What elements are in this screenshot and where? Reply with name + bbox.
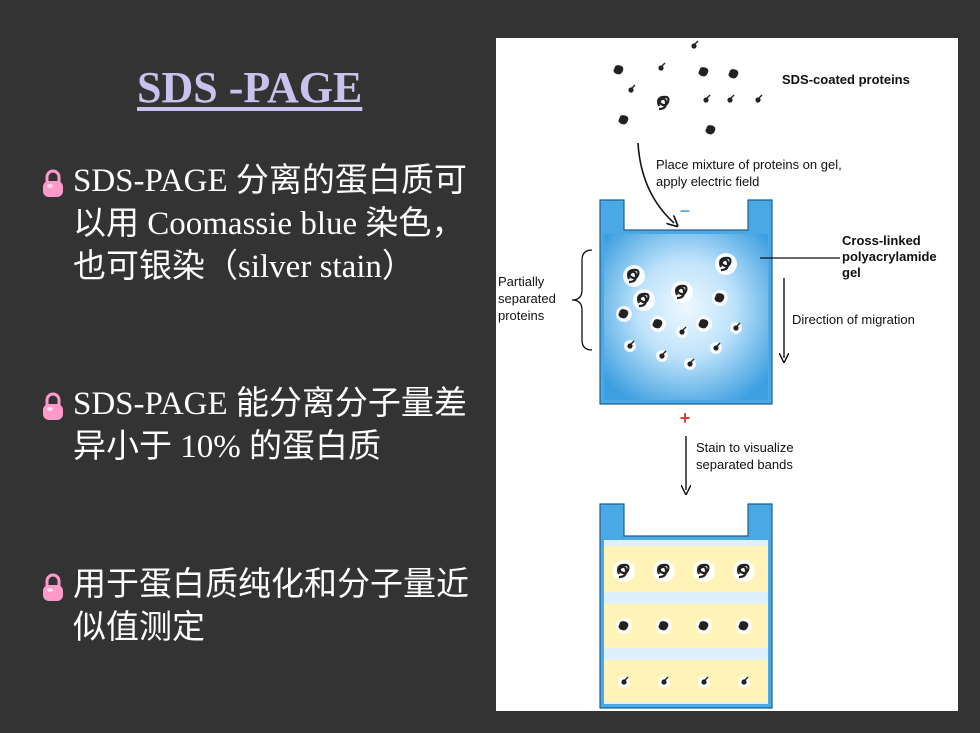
- gel-chamber-stained: [599, 503, 773, 709]
- lock-icon: [43, 573, 63, 601]
- plus-sign: +: [680, 408, 691, 428]
- minus-sign: –: [680, 200, 690, 220]
- label-place-1: Place mixture of proteins on gel,: [656, 157, 842, 172]
- label-stain-1: Stain to visualize: [696, 440, 794, 455]
- label-place-2: apply electric field: [656, 174, 759, 189]
- label-stain-2: separated bands: [696, 457, 793, 472]
- bullet-item: SDS-PAGE 能分离分子量差异小于 10% 的蛋白质: [40, 383, 480, 469]
- label-partial-2: separated: [498, 291, 556, 306]
- bullet-text: SDS-PAGE 能分离分子量差异小于 10% 的蛋白质: [73, 386, 467, 465]
- sds-coated-proteins: [610, 39, 765, 139]
- lock-icon: [43, 169, 63, 197]
- lock-icon: [43, 392, 63, 420]
- sds-page-diagram: SDS-coated proteins Place mixture of pro…: [496, 38, 958, 711]
- label-migration: Direction of migration: [792, 312, 915, 327]
- label-cross-1: Cross-linked: [842, 233, 921, 248]
- diagram-svg: SDS-coated proteins Place mixture of pro…: [498, 39, 937, 709]
- bullet-text: 用于蛋白质纯化和分子量近似值测定: [73, 567, 469, 646]
- label-partial-3: proteins: [498, 308, 545, 323]
- label-cross-2: polyacrylamide: [842, 249, 937, 264]
- brace: [571, 249, 593, 351]
- slide-title: SDS -PAGE: [137, 63, 363, 112]
- label-cross-3: gel: [842, 265, 861, 280]
- bullet-item: SDS-PAGE 分离的蛋白质可以用 Coomassie blue 染色，也可银…: [40, 160, 480, 289]
- curved-arrow: [637, 142, 674, 223]
- bullet-item: 用于蛋白质纯化和分子量近似值测定: [40, 564, 480, 650]
- gel-chamber-running: [599, 199, 773, 405]
- label-sds-coated: SDS-coated proteins: [782, 72, 910, 87]
- label-partial-1: Partially: [498, 274, 545, 289]
- bullet-text: SDS-PAGE 分离的蛋白质可以用 Coomassie blue 染色，也可银…: [73, 163, 467, 285]
